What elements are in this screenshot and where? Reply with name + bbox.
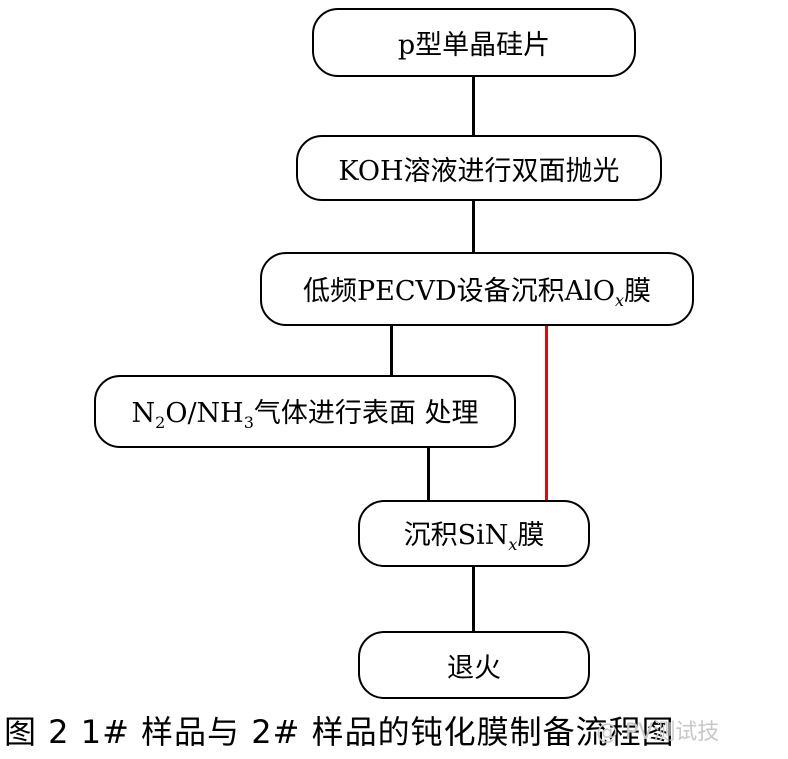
step-silicon-wafer: p型单晶硅片 (312, 8, 636, 77)
step-anneal: 退火 (358, 631, 590, 699)
step-sinx-deposition-label: 沉积SiNx膜 (403, 520, 545, 554)
step-anneal-label: 退火 (447, 652, 501, 684)
connector-3-4 (390, 324, 393, 377)
step-alox-deposition-label: 低频PECVD设备沉积AlOx膜 (303, 275, 651, 310)
watermark: @ PV测试技 (596, 720, 720, 745)
step-surface-treatment-label: N2O/NH3气体进行表面 处理 (131, 398, 479, 432)
step-surface-treatment: N2O/NH3气体进行表面 处理 (94, 375, 516, 448)
connector-3-5-red (545, 324, 548, 502)
step-sinx-deposition: 沉积SiNx膜 (358, 500, 590, 567)
connector-1-2 (472, 75, 475, 137)
connector-2-3 (472, 199, 475, 254)
figure-caption: 图 2 1# 样品与 2# 样品的钝化膜制备流程图 (4, 713, 675, 751)
connector-5-6 (472, 565, 475, 633)
step-koh-polish-label: KOH溶液进行双面抛光 (338, 155, 620, 187)
step-silicon-wafer-label: p型单晶硅片 (397, 30, 551, 61)
connector-4-5 (427, 446, 430, 502)
step-koh-polish: KOH溶液进行双面抛光 (296, 135, 662, 201)
step-alox-deposition: 低频PECVD设备沉积AlOx膜 (260, 252, 694, 326)
